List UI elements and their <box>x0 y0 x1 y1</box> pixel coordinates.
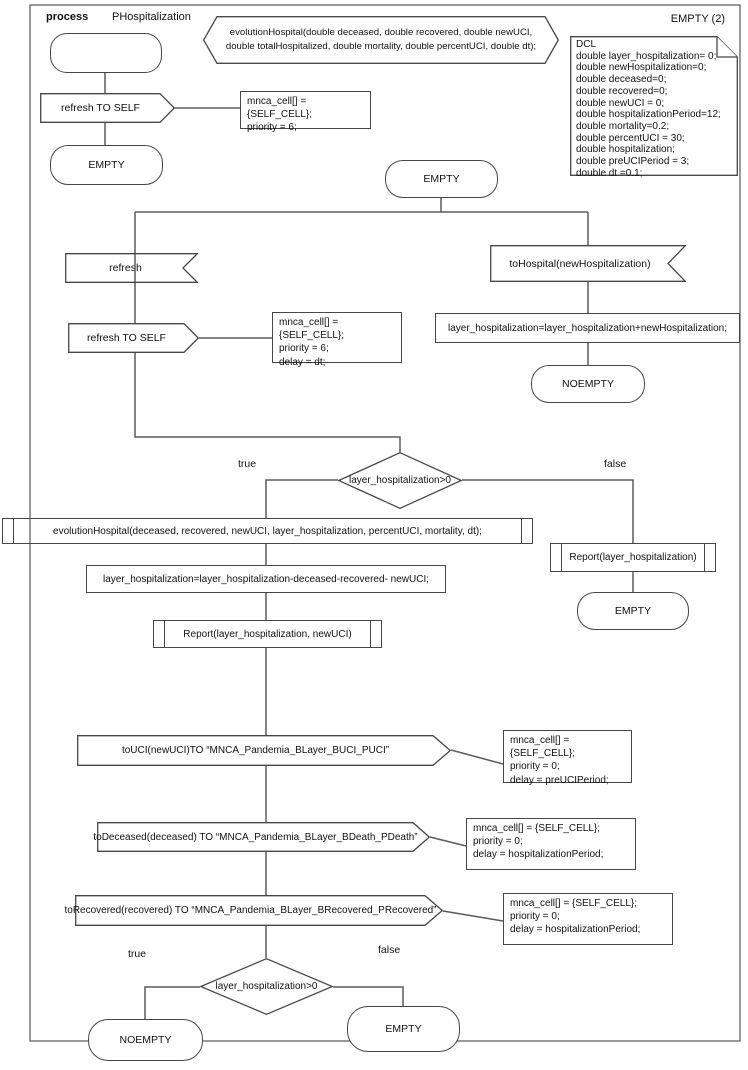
branch-label-true: true <box>238 458 257 470</box>
process-keyword: process <box>46 11 89 23</box>
page-label: EMPTY (2) <box>670 13 725 25</box>
output-touci: toUCI(newUCI)TO “MNCA_Pandemia_BLayer_BU… <box>77 735 451 766</box>
procedure-declaration-symbol: evolutionHospital(double deceased, doubl… <box>203 16 559 64</box>
state-empty-initial: EMPTY <box>50 145 163 185</box>
procedure-call-evolution-hospital: evolutionHospital(deceased, recovered, n… <box>2 518 533 544</box>
dcl-text-symbol: DCL double layer_hospitalization= 0; dou… <box>570 36 738 179</box>
start-symbol <box>50 33 162 73</box>
process-name: PHospitalization <box>112 11 191 23</box>
branch-label-false: false <box>378 944 401 956</box>
decision-layer-hospitalization-2: layer_hospitalization>0 <box>200 958 333 1015</box>
connector-false <box>462 479 634 543</box>
task-add-hospitalization: layer_hospitalization=layer_hospitalizat… <box>435 313 740 343</box>
state-empty-false-branch: EMPTY <box>577 592 689 630</box>
output-torecovered: toRecovered(recovered) TO “MNCA_Pandemia… <box>64 895 443 926</box>
procedure-call-report: Report(layer_hospitalization) <box>550 543 716 572</box>
connector-true <box>144 986 200 1019</box>
comment-priority-6-delay-dt: mnca_cell[] = {SELF_CELL}; priority = 6;… <box>272 312 402 368</box>
comment-link <box>450 749 504 765</box>
branch-label-false: false <box>604 458 627 470</box>
dcl-declarations: DCL double layer_hospitalization= 0; dou… <box>576 39 721 179</box>
input-refresh: refresh <box>65 253 198 283</box>
procedure-declaration-text: evolutionHospital(double deceased, doubl… <box>225 27 537 52</box>
procedure-call-report-newuci: Report(layer_hospitalization, newUCI) <box>153 620 382 648</box>
state-empty-main: EMPTY <box>385 160 498 198</box>
decision-layer-hospitalization-1: layer_hospitalization>0 <box>338 452 462 509</box>
task-subtract-hospitalization: layer_hospitalization=layer_hospitalizat… <box>86 565 446 593</box>
comment-link <box>429 836 467 847</box>
comment-link <box>442 910 504 922</box>
output-refresh-to-self-start: refresh TO SELF <box>40 93 175 123</box>
connector <box>134 353 401 453</box>
output-label: refresh TO SELF <box>61 102 140 114</box>
output-todeceased: toDeceased(deceased) TO “MNCA_Pandemia_B… <box>93 822 430 852</box>
state-noempty-final: NOEMPTY <box>88 1019 203 1061</box>
branch-label-true: true <box>128 948 147 960</box>
connector-false <box>333 986 404 1006</box>
input-tohospital: toHospital(newHospitalization) <box>490 245 686 282</box>
comment-touci: mnca_cell[] = {SELF_CELL}; priority = 0;… <box>503 730 632 786</box>
output-refresh-to-self: refresh TO SELF <box>68 323 199 353</box>
comment-torecovered: mnca_cell[] = {SELF_CELL}; priority = 0;… <box>503 893 673 945</box>
connector-true <box>265 479 338 518</box>
state-empty-final: EMPTY <box>347 1006 460 1052</box>
comment-priority-6: mnca_cell[] = {SELF_CELL}; priority = 6; <box>240 91 371 133</box>
state-noempty-right: NOEMPTY <box>531 365 645 403</box>
comment-todeceased: mnca_cell[] = {SELF_CELL}; priority = 0;… <box>466 818 636 870</box>
